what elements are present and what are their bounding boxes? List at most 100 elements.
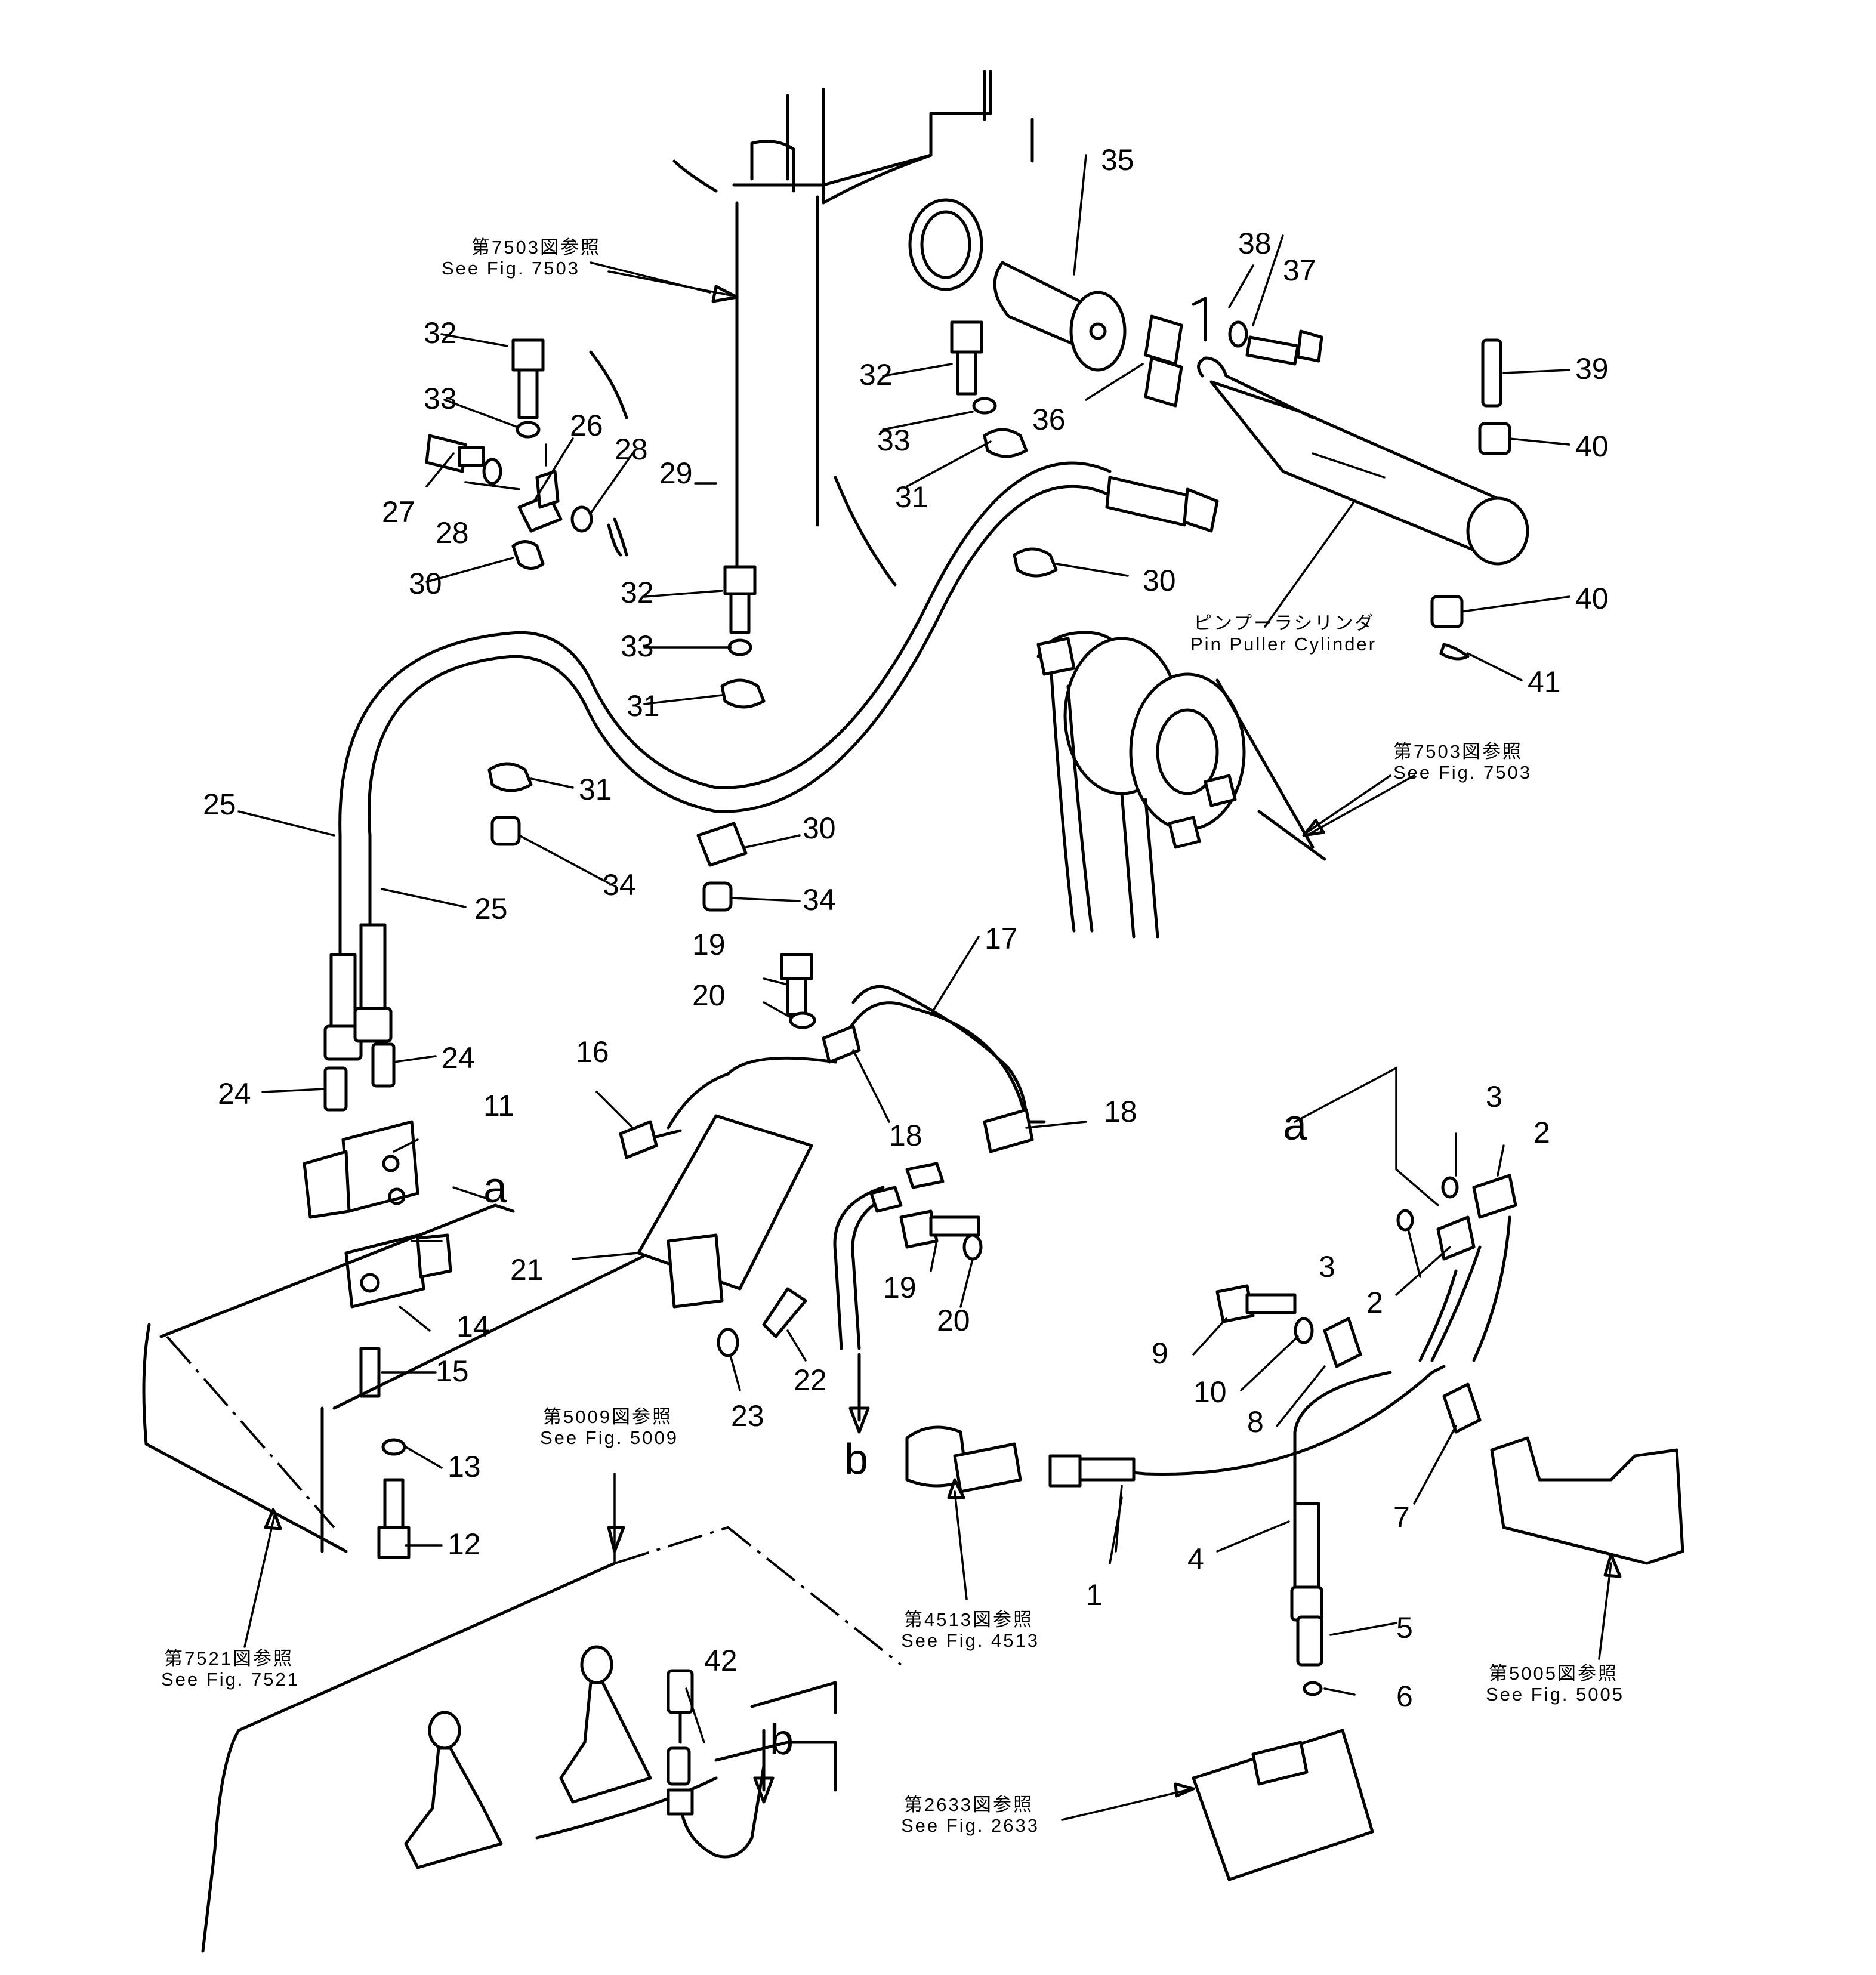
callout-30-center: 30 [803,811,836,845]
washer-33-center [727,638,752,656]
adapter-24-right [371,1042,396,1088]
boom-bore [908,198,983,291]
pin-39 [1481,338,1502,408]
callout-6: 6 [1396,1680,1413,1713]
ref-5009-en: See Fig. 5009 [540,1427,678,1448]
connector-a-right: a [1283,1101,1307,1149]
callout-33-center: 33 [621,629,654,663]
callout-24-left: 24 [218,1077,251,1110]
o-ring-3-upper [1441,1176,1459,1199]
washer-20-lower [962,1233,983,1261]
nut-34-left [490,816,521,846]
frame-7521 [142,1203,676,1553]
elbow-2-upper [1472,1174,1517,1219]
callout-numbers: 35 38 37 39 40 36 40 41 32 33 26 28 29 2… [203,143,1609,1713]
bolt-27 [425,434,485,473]
callout-18-right: 18 [1104,1095,1137,1128]
callout-32-upper-left: 32 [424,316,457,350]
bolt-19-upper [780,953,813,1016]
bracket-18-right [983,1108,1034,1153]
washer-23 [717,1328,739,1357]
hose-end-fitting-left [323,923,393,1061]
ref-2633-en: See Fig. 2633 [901,1815,1039,1836]
callout-30-right: 30 [1143,564,1176,597]
clamp-31-upper-right [983,428,1028,458]
washer-33-upper-right [972,397,997,415]
clip-7 [1442,1382,1482,1434]
washer-28-right [570,505,593,533]
ref-5005-jp: 第5005図参照 [1489,1663,1618,1684]
o-ring-6 [1303,1681,1323,1696]
washer-33-upper-left [516,421,541,439]
bolt-32-upper-right [950,320,983,396]
bracket-18-left [822,1024,861,1064]
ref-7503-right-en: See Fig. 7503 [1393,762,1532,783]
callout-35: 35 [1101,143,1134,177]
cotter-29 [607,517,628,557]
callout-8: 8 [1247,1405,1264,1439]
boom-structure-outline [589,70,1034,628]
sensor-16 [619,1120,682,1159]
ref-7503-top-jp: 第7503図参照 [471,237,601,258]
callout-39: 39 [1575,352,1609,385]
nut-34-center [702,881,733,912]
callout-11: 11 [483,1089,514,1122]
callout-31-upper-right: 31 [895,480,928,514]
callout-42: 42 [704,1644,738,1677]
joystick-lever-left [404,1711,503,1869]
solenoid-valve-14 [344,1233,452,1309]
cotter-pin-41 [1439,643,1470,661]
switch-42 [667,1669,766,1859]
hose-25-left [338,461,1112,968]
callout-19-upper: 19 [692,928,726,961]
clamp-30-upper-left [511,540,545,570]
cab-floor-5009 [201,1526,902,1953]
wire-to-b [833,1162,945,1434]
connector-b-right: b [770,1716,794,1764]
hoses-right [1418,1215,1511,1362]
callout-28-upper: 28 [615,433,648,466]
bushing-40-lower [1430,595,1464,628]
adapter-24-left [323,1066,348,1112]
callout-16: 16 [576,1035,609,1069]
callout-32-upper-right: 32 [859,358,893,391]
bracket-26 [517,470,563,533]
washer-28-left [482,458,502,485]
valve-4513 [905,1425,1022,1493]
callout-15: 15 [436,1354,469,1388]
callout-29: 29 [659,456,693,490]
callout-33-upper-left: 33 [424,382,457,415]
callout-28-lower: 28 [436,516,469,550]
clamp-31-left [487,762,533,792]
clamp-30-right [1013,547,1058,578]
bolt-32-center [723,565,757,634]
ref-2633-jp: 第2633図参照 [904,1794,1033,1815]
ref-5005-en: See Fig. 5005 [1486,1684,1624,1705]
bolt-12 [377,1478,411,1559]
figure-references: 第7503図参照 See Fig. 7503 第7503図参照 See Fig.… [161,237,1624,1836]
callout-19-lower: 19 [883,1271,917,1304]
callout-1: 1 [1086,1578,1103,1612]
callout-27: 27 [382,495,415,529]
valve-block-11 [303,1120,419,1219]
callout-3-lower: 3 [1319,1250,1335,1283]
frame-5005 [1490,1436,1684,1565]
callout-40-upper: 40 [1575,430,1609,463]
pin-boss [1036,637,1076,676]
cylinder-label-en: Pin Puller Cylinder [1190,634,1377,655]
cylinder-label-jp: ピンプーラシリンダ [1193,613,1375,634]
callout-5: 5 [1396,1611,1413,1644]
callout-26: 26 [570,409,603,442]
callout-40-lower: 40 [1575,582,1609,615]
hose-4 [1290,1371,1392,1622]
washer-20-upper [789,1011,816,1029]
washer-38 [1228,320,1248,348]
clamp-31-center [720,678,766,709]
hose-1 [1048,1365,1446,1488]
bolt-32-upper-left [511,338,545,419]
bolt-37 [1245,329,1323,366]
bolt-22 [762,1287,807,1338]
callout-10: 10 [1193,1375,1227,1409]
callout-20-upper: 20 [692,979,726,1012]
pin-puller-cylinder [1197,356,1529,566]
